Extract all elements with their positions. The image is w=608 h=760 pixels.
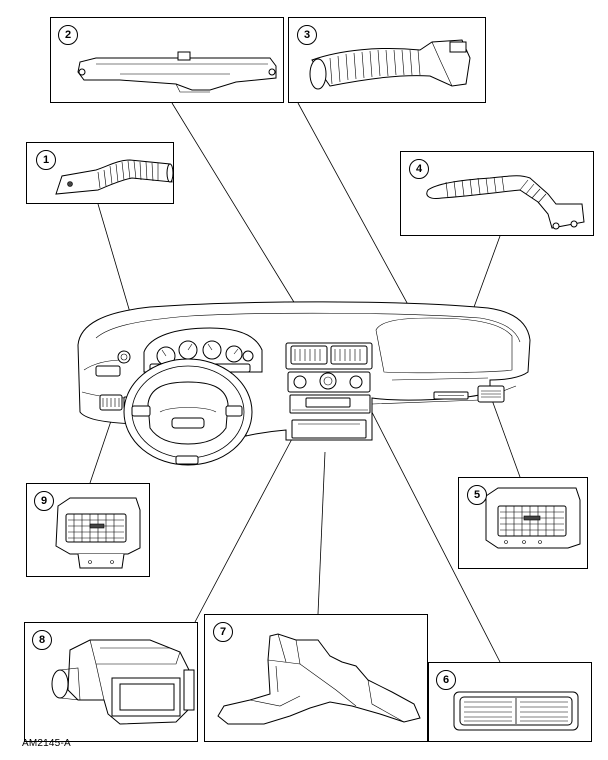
callout-number-7: 7 bbox=[213, 622, 233, 642]
callout-box-7 bbox=[204, 614, 428, 742]
callout-number-9: 9 bbox=[34, 491, 54, 511]
callout-box-3 bbox=[288, 17, 486, 103]
callout-number-1: 1 bbox=[36, 150, 56, 170]
callout-number-8: 8 bbox=[32, 630, 52, 650]
callout-number-2: 2 bbox=[58, 25, 78, 45]
callout-number-5: 5 bbox=[467, 485, 487, 505]
callout-box-2 bbox=[50, 17, 284, 103]
callout-number-4: 4 bbox=[409, 159, 429, 179]
figure-id-caption: AM2145-A bbox=[22, 738, 71, 749]
callout-number-6: 6 bbox=[436, 670, 456, 690]
instrument-panel bbox=[77, 301, 531, 466]
callout-box-4 bbox=[400, 151, 594, 236]
callout-number-3: 3 bbox=[297, 25, 317, 45]
